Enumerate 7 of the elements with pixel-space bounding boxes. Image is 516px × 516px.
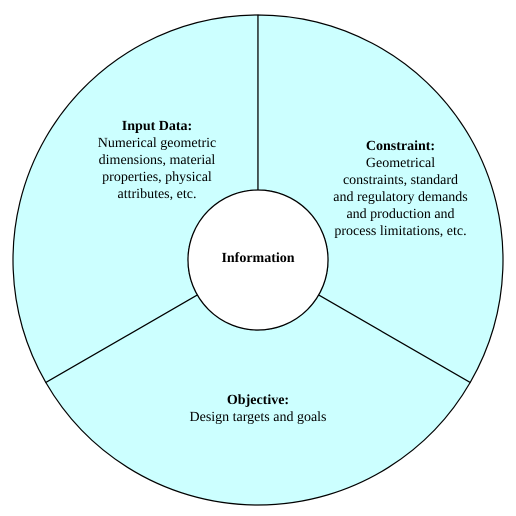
segment-text: Geometrical constraints, standard and regulatory demands and production and process limitations, etc. [333,155,468,240]
center-label: Information [220,250,296,267]
segment-heading: Objective: [226,392,290,409]
segment-heading: Constraint: [364,138,436,155]
segment-heading: Input Data: [120,118,194,135]
segment-text: Numerical geometric dimensions, material properties, physical attributes, etc. [96,135,218,203]
segment-text: Design targets and goals [188,409,328,426]
